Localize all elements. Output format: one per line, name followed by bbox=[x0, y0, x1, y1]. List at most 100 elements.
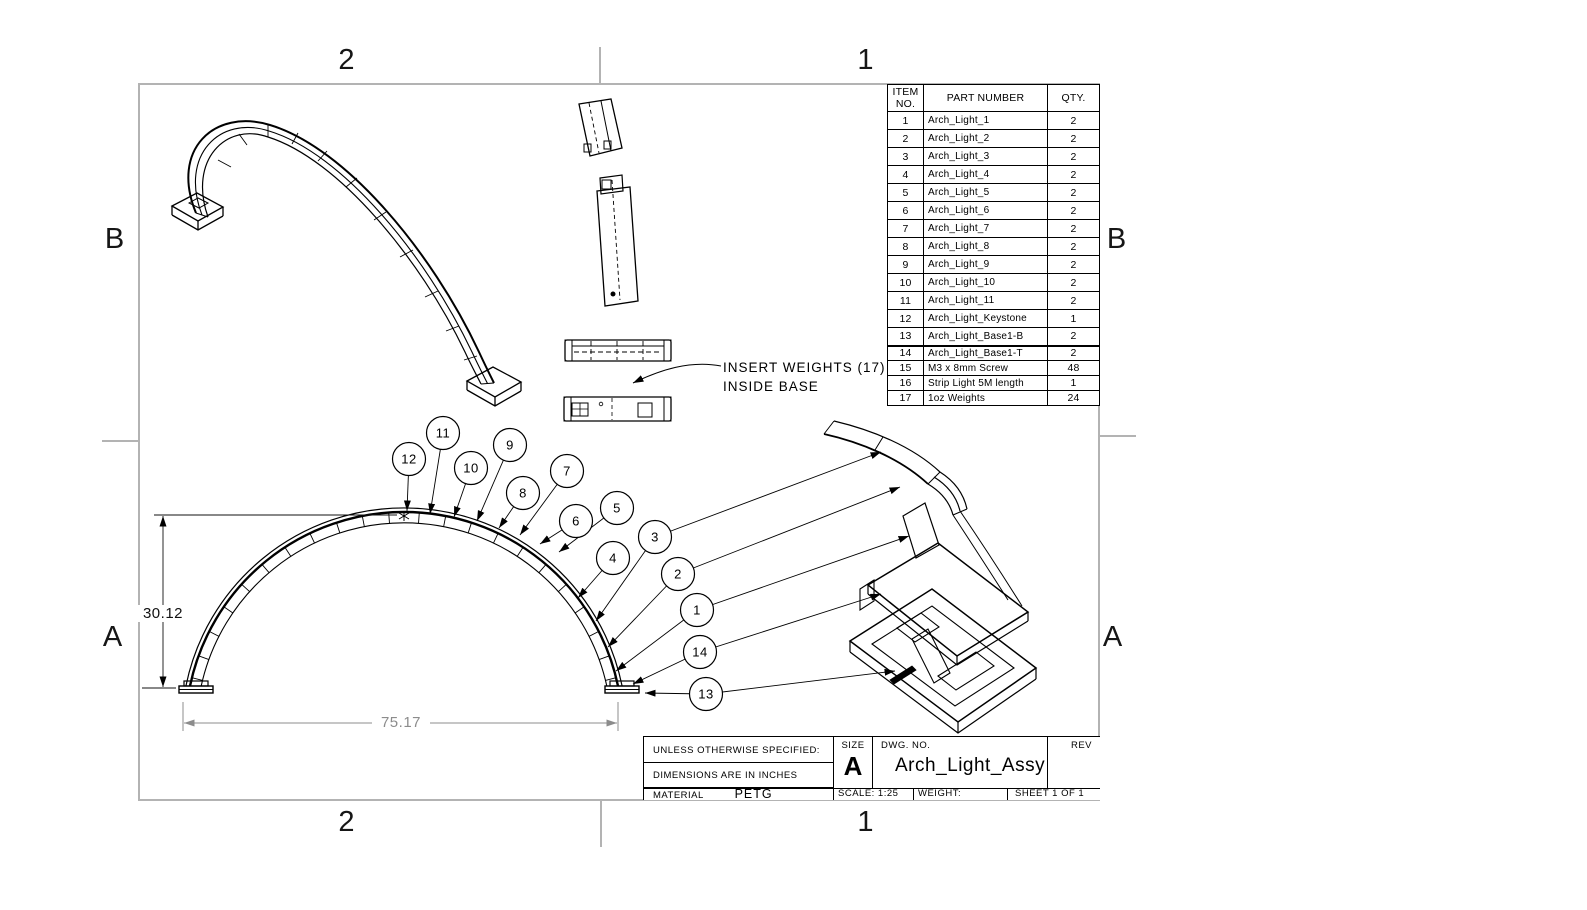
bom-cell-item: 15 bbox=[887, 360, 924, 376]
title-block: UNLESS OTHERWISE SPECIFIED: DIMENSIONS A… bbox=[643, 736, 1100, 801]
svg-text:5: 5 bbox=[613, 501, 621, 516]
balloon: 1 bbox=[679, 592, 715, 628]
bom-cell-item: 13 bbox=[887, 327, 924, 346]
balloon: 9 bbox=[492, 427, 528, 463]
balloon: 14 bbox=[682, 634, 718, 670]
bom-cell-qty: 2 bbox=[1047, 273, 1100, 292]
rev-label: REV bbox=[1070, 740, 1092, 751]
bom-header-row: ITEM NO. PART NUMBER QTY. bbox=[887, 84, 1100, 112]
svg-text:7: 7 bbox=[563, 464, 571, 479]
zone-label-bottom-2: 2 bbox=[338, 806, 356, 838]
bom-cell-item: 10 bbox=[887, 273, 924, 292]
zone-label-top-1: 1 bbox=[857, 44, 875, 76]
bom-cell-qty: 1 bbox=[1047, 309, 1100, 328]
width-dimension-value: 75.17 bbox=[372, 714, 430, 731]
zone-label-top-2: 2 bbox=[338, 44, 356, 76]
dwg-no-label: DWG. NO. bbox=[881, 740, 931, 751]
weight-cell: WEIGHT: bbox=[914, 788, 1008, 800]
svg-text:6: 6 bbox=[572, 514, 580, 529]
bom-cell-item: 6 bbox=[887, 201, 924, 220]
bom-cell-part: Arch_Light_2 bbox=[923, 129, 1048, 148]
table-row: 14 Arch_Light_Base1-T 2 bbox=[887, 344, 1100, 361]
dwg-no-cell: DWG. NO. Arch_Light_Assy bbox=[873, 737, 1048, 788]
zone-label-right-b: B bbox=[1106, 223, 1128, 255]
bom-cell-part: Arch_Light_Keystone bbox=[923, 309, 1048, 328]
bom-cell-part: Strip Light 5M length bbox=[923, 375, 1048, 391]
title-block-divider bbox=[644, 788, 1100, 789]
table-row: 15 M3 x 8mm Screw 48 bbox=[887, 360, 1100, 376]
note-line-2: INSIDE BASE bbox=[723, 379, 819, 394]
table-row: 6 Arch_Light_6 2 bbox=[887, 201, 1100, 220]
bom-header-item: ITEM NO. bbox=[887, 84, 924, 112]
balloon: 11 bbox=[425, 415, 461, 451]
svg-text:8: 8 bbox=[519, 486, 527, 501]
table-row: 4 Arch_Light_4 2 bbox=[887, 165, 1100, 184]
balloon: 12 bbox=[391, 441, 427, 477]
bom-cell-qty: 2 bbox=[1047, 201, 1100, 220]
bom-table: ITEM NO. PART NUMBER QTY. 1 Arch_Light_1… bbox=[887, 84, 1100, 406]
bom-cell-qty: 2 bbox=[1047, 165, 1100, 184]
svg-text:12: 12 bbox=[401, 452, 416, 467]
bom-cell-part: Arch_Light_7 bbox=[923, 219, 1048, 238]
material-label: MATERIAL bbox=[653, 790, 704, 801]
dimension-height bbox=[142, 514, 397, 689]
svg-text:11: 11 bbox=[436, 426, 451, 441]
bom-cell-part: Arch_Light_Base1-T bbox=[923, 344, 1048, 361]
balloon: 6 bbox=[558, 503, 594, 539]
bom-cell-qty: 1 bbox=[1047, 375, 1100, 391]
bom-cell-part: Arch_Light_11 bbox=[923, 291, 1048, 310]
svg-text:3: 3 bbox=[651, 530, 659, 545]
bom-cell-qty: 2 bbox=[1047, 327, 1100, 346]
bom-header-part: PART NUMBER bbox=[923, 84, 1048, 112]
bom-cell-qty: 2 bbox=[1047, 344, 1100, 361]
svg-text:9: 9 bbox=[506, 438, 514, 453]
bom-cell-part: Arch_Light_3 bbox=[923, 147, 1048, 166]
zone-label-bottom-1: 1 bbox=[857, 806, 875, 838]
balloon: 8 bbox=[505, 475, 541, 511]
table-row: 8 Arch_Light_8 2 bbox=[887, 237, 1100, 256]
table-row: 2 Arch_Light_2 2 bbox=[887, 129, 1100, 148]
bom-cell-qty: 48 bbox=[1047, 360, 1100, 376]
bom-cell-qty: 2 bbox=[1047, 219, 1100, 238]
bom-cell-item: 8 bbox=[887, 237, 924, 256]
bom-cell-item: 5 bbox=[887, 183, 924, 202]
bom-header-qty: QTY. bbox=[1047, 84, 1100, 112]
bom-cell-part: Arch_Light_8 bbox=[923, 237, 1048, 256]
bom-cell-part: Arch_Light_4 bbox=[923, 165, 1048, 184]
bom-cell-qty: 2 bbox=[1047, 291, 1100, 310]
tolerance-note: UNLESS OTHERWISE SPECIFIED: bbox=[644, 737, 834, 763]
bom-cell-qty: 2 bbox=[1047, 129, 1100, 148]
balloon: 4 bbox=[595, 540, 631, 576]
svg-text:10: 10 bbox=[463, 461, 478, 476]
bom-cell-item: 1 bbox=[887, 111, 924, 130]
zone-label-left-a: A bbox=[102, 621, 124, 653]
bom-cell-part: Arch_Light_5 bbox=[923, 183, 1048, 202]
balloon: 3 bbox=[637, 519, 673, 555]
bom-cell-part: Arch_Light_Base1-B bbox=[923, 327, 1048, 346]
svg-text:1: 1 bbox=[693, 603, 701, 618]
dwg-no-value: Arch_Light_Assy bbox=[895, 755, 1046, 776]
bom-cell-part: Arch_Light_6 bbox=[923, 201, 1048, 220]
sheet-cell: SHEET 1 OF 1 bbox=[1015, 788, 1085, 799]
bom-cell-qty: 2 bbox=[1047, 183, 1100, 202]
bom-cell-qty: 2 bbox=[1047, 111, 1100, 130]
bom-cell-item: 4 bbox=[887, 165, 924, 184]
table-row: 7 Arch_Light_7 2 bbox=[887, 219, 1100, 238]
bom-cell-item: 16 bbox=[887, 375, 924, 391]
zone-label-left-b: B bbox=[104, 223, 126, 255]
bom-cell-item: 17 bbox=[887, 390, 924, 406]
bom-cell-qty: 2 bbox=[1047, 255, 1100, 274]
bom-cell-part: Arch_Light_1 bbox=[923, 111, 1048, 130]
table-row: 3 Arch_Light_3 2 bbox=[887, 147, 1100, 166]
scale-cell: SCALE: 1:25 bbox=[834, 788, 914, 800]
bom-cell-part: Arch_Light_9 bbox=[923, 255, 1048, 274]
balloon: 7 bbox=[549, 453, 585, 489]
size-label: SIZE bbox=[841, 740, 865, 751]
units-note: DIMENSIONS ARE IN INCHES bbox=[644, 763, 834, 788]
sheet-border bbox=[102, 47, 1136, 847]
note-leader bbox=[632, 363, 722, 384]
table-row: 17 1oz Weights 24 bbox=[887, 390, 1100, 406]
material-row: MATERIAL PETG bbox=[644, 788, 834, 801]
